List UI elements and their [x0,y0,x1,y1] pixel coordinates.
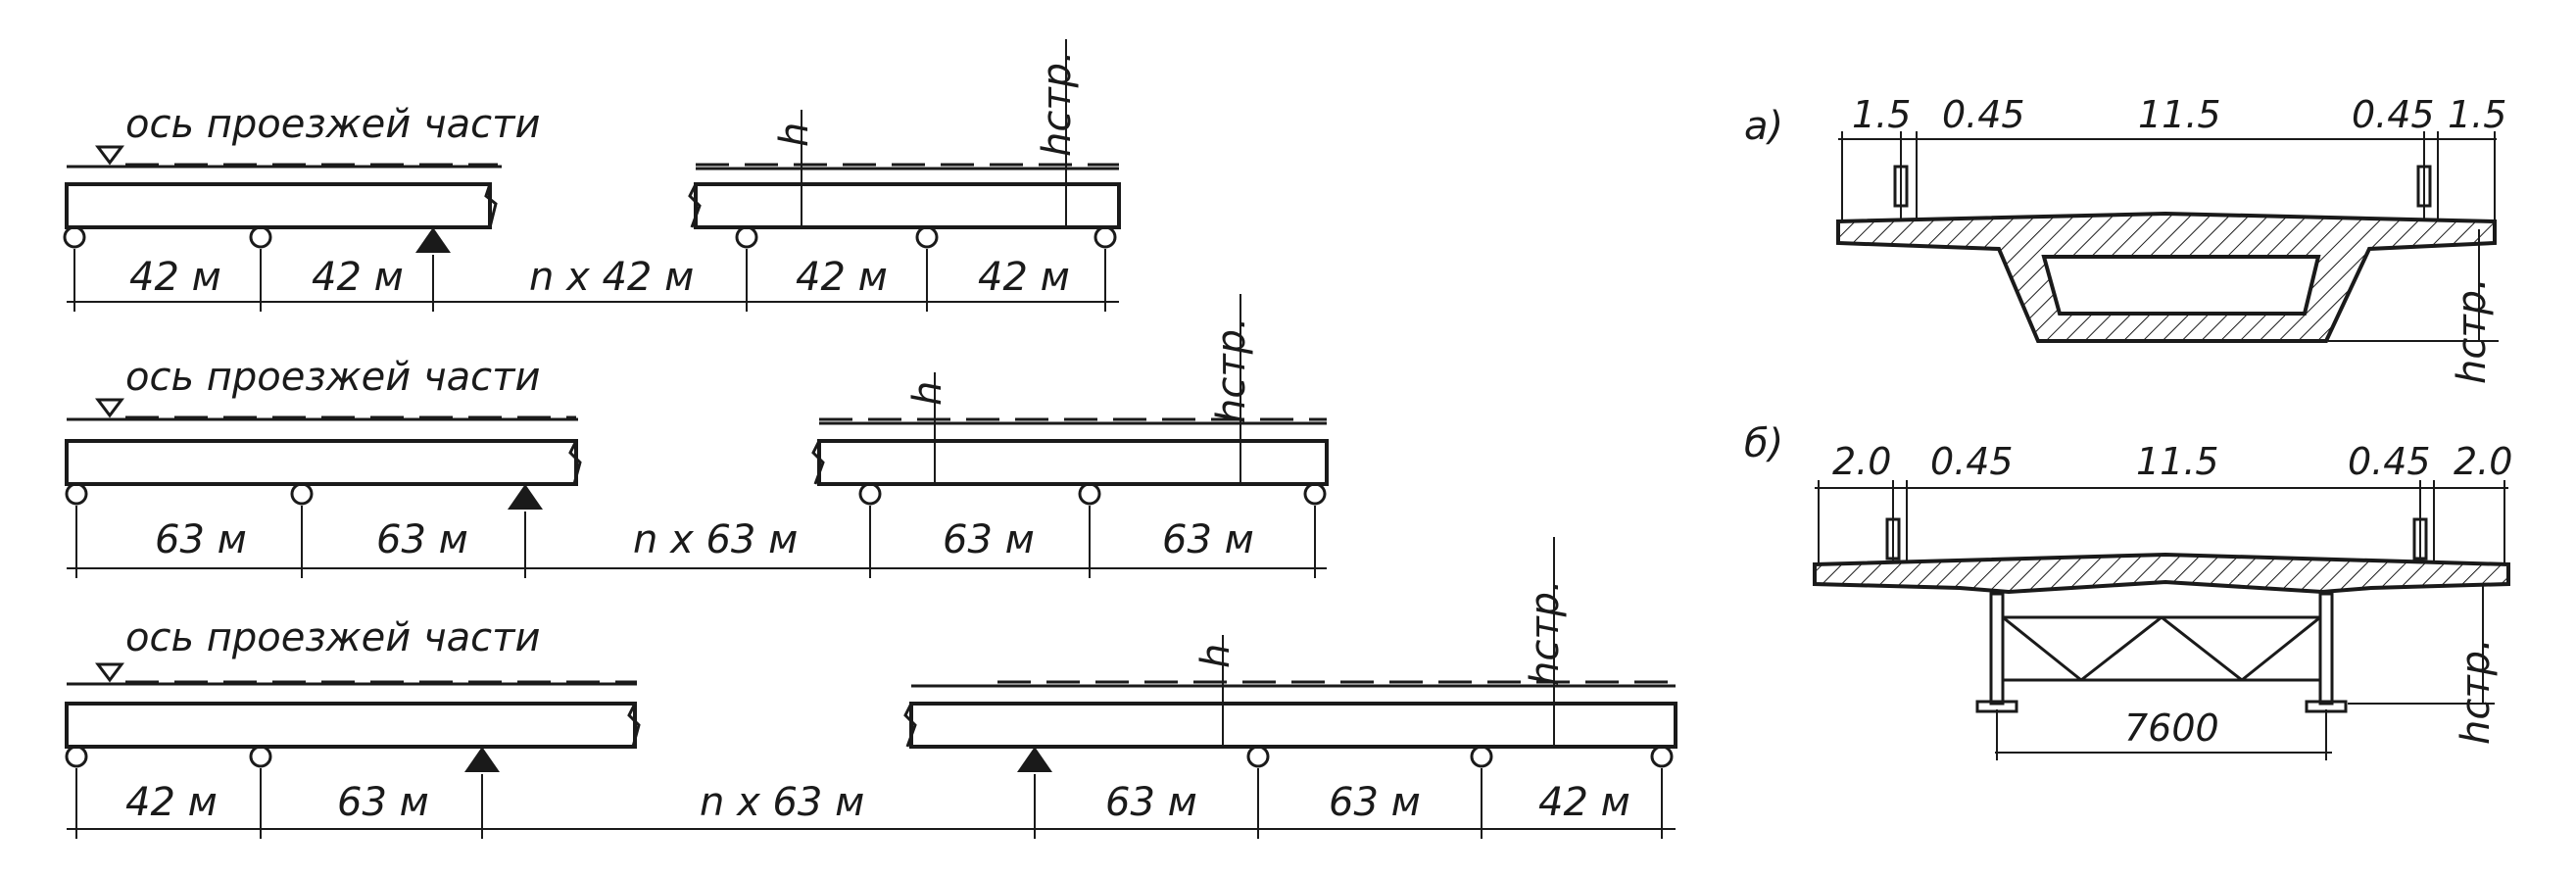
h-label: h [1193,644,1239,668]
support-roller [915,225,939,249]
girder-left [65,702,637,749]
span-label: 42 м [129,255,221,300]
cross-section-a: а) 1.5 0.45 11.5 0.45 1.5 hстр. [1744,93,2506,384]
dimension-label: 0.45 [1942,93,2025,136]
scheme-row-1: ось проезжей части h hстр. 42 м 42 м n x… [63,39,1121,312]
dimension-label: 2.0 [2454,440,2512,483]
axis-label: ось проезжей части [125,615,540,660]
span-label: 63 м [1162,517,1254,562]
section-label: б) [1744,421,1783,466]
deck-slab [1813,552,2510,595]
dimension-label: 1.5 [2448,93,2506,136]
h-label: h [772,122,817,147]
support-fixed [1017,747,1052,772]
span-label: n x 63 м [633,517,798,562]
hstr-label: hстр. [2450,277,2495,384]
span-label: 42 м [312,255,404,300]
support-roller [735,225,758,249]
girder-right [817,439,1329,486]
support-roller [290,482,314,506]
dimension-label: 0.45 [2352,93,2435,136]
dimension-label: 1.5 [1852,93,1911,136]
span-label: 63 м [1329,780,1421,825]
support-roller [65,745,88,768]
span-label: n x 42 м [529,255,694,300]
h-label: h [905,381,950,406]
support-roller [249,225,272,249]
hstr-label: hстр. [1523,579,1568,686]
bottom-dimension-label: 7600 [2124,706,2219,750]
scheme-row-3: ось проезжей части h hстр. 42 м 63 м n x… [65,537,1677,839]
girder-right [694,182,1121,229]
span-label: 42 м [1538,780,1630,825]
support-roller [1303,482,1327,506]
support-roller [858,482,882,506]
girder-left [65,439,578,486]
span-label: 63 м [376,517,468,562]
scheme-row-2: ось проезжей части h hстр. 63 м 63 м n x… [65,294,1329,578]
support-roller [1078,482,1101,506]
cross-section-b: б) 2.0 0.45 11.5 0.45 2.0 [1744,421,2512,760]
support-roller [1094,225,1117,249]
dimension-label: 0.45 [1930,440,2014,483]
span-label: 63 м [337,780,429,825]
span-label: 63 м [155,517,247,562]
axis-triangle-marker [95,398,124,418]
support-fixed [464,747,500,772]
span-label: 42 м [796,255,888,300]
support-roller [1246,745,1270,768]
dimension-label: 2.0 [1832,440,1891,483]
support-roller [65,482,88,506]
hstr-label: hстр. [2454,638,2499,745]
section-label: а) [1744,104,1783,149]
hstr-label: hстр. [1209,317,1254,423]
girder-right [909,702,1677,749]
dimension-label: 11.5 [2138,93,2221,136]
support-roller [1650,745,1674,768]
support-roller [63,225,86,249]
axis-triangle-marker [95,662,124,683]
dimension-label: 0.45 [2348,440,2431,483]
support-fixed [508,484,543,510]
span-label: 63 м [943,517,1035,562]
hstr-label: hстр. [1035,50,1080,157]
span-label: 42 м [978,255,1070,300]
steel-truss [1975,592,2348,713]
girder-left [65,182,492,229]
axis-triangle-marker [95,145,124,166]
span-label: n x 63 м [700,780,864,825]
axis-label: ось проезжей части [125,102,540,147]
support-roller [249,745,272,768]
dimension-label: 11.5 [2136,440,2219,483]
span-label: 42 м [125,780,218,825]
axis-label: ось проезжей части [125,355,540,400]
support-roller [1470,745,1493,768]
support-fixed [415,227,451,253]
span-label: 63 м [1105,780,1197,825]
